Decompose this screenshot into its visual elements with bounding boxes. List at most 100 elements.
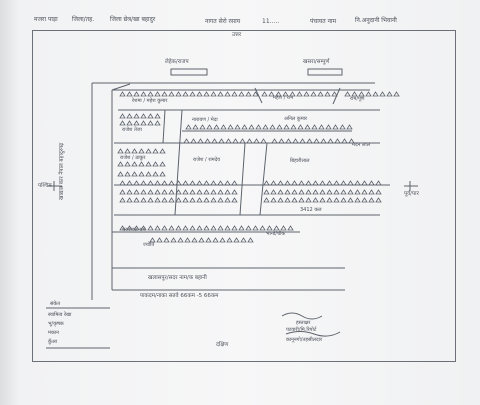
boundary-mark xyxy=(231,225,238,231)
boundary-mark xyxy=(140,180,147,186)
boundary-mark xyxy=(154,113,161,119)
boundary-mark xyxy=(226,237,233,243)
boundary-mark xyxy=(168,91,175,97)
boundary-mark xyxy=(140,189,147,195)
boundary-mark xyxy=(255,124,262,130)
boundary-mark xyxy=(140,113,147,119)
boundary-mark xyxy=(270,189,277,195)
boundary-mark xyxy=(312,180,319,186)
bottom-road-label: खलासपुर/सदर नाम/क बहानी xyxy=(148,275,207,281)
boundary-mark xyxy=(361,180,368,186)
boundary-mark xyxy=(203,189,210,195)
boundary-mark xyxy=(271,138,278,144)
boundary-mark xyxy=(386,91,393,97)
boundary-mark xyxy=(298,189,305,195)
legend-row-3: मकान xyxy=(48,330,59,336)
boundary-mark xyxy=(131,148,138,154)
north-label: उत्तर xyxy=(232,32,242,38)
boundary-mark xyxy=(212,237,219,243)
boundary-mark xyxy=(217,180,224,186)
plot-label-3: राम/पूर्ण xyxy=(350,96,365,102)
boundary-mark xyxy=(347,197,354,203)
boundary-mark xyxy=(261,91,268,97)
boundary-mark xyxy=(306,138,313,144)
boundary-mark xyxy=(358,91,365,97)
boundary-mark xyxy=(175,197,182,203)
boundary-mark xyxy=(185,124,192,130)
boundary-mark xyxy=(189,225,196,231)
boundary-mark xyxy=(340,180,347,186)
boundary-mark xyxy=(182,180,189,186)
vertical-road-label: खाद्यान्न कार नेपाल बहादुरगढ़ xyxy=(59,142,65,200)
plot-label-9: बिहारीलाल xyxy=(290,158,310,164)
boundary-mark xyxy=(320,138,327,144)
boundary-mark xyxy=(177,237,184,243)
boundary-mark xyxy=(241,124,248,130)
boundary-mark xyxy=(280,225,287,231)
boundary-mark xyxy=(210,197,217,203)
boundary-mark xyxy=(284,189,291,195)
boundary-mark xyxy=(168,189,175,195)
boundary-mark xyxy=(182,189,189,195)
boundary-mark xyxy=(365,91,372,97)
boundary-mark xyxy=(289,91,296,97)
boundary-mark xyxy=(379,91,386,97)
boundary-mark xyxy=(291,180,298,186)
boundary-mark xyxy=(217,91,224,97)
boundary-mark xyxy=(147,189,154,195)
boundary-mark xyxy=(326,197,333,203)
boundary-mark xyxy=(313,138,320,144)
boundary-mark xyxy=(298,180,305,186)
boundary-mark xyxy=(124,171,131,177)
boundary-mark xyxy=(247,237,254,243)
boundary-mark xyxy=(305,180,312,186)
boundary-mark xyxy=(152,171,159,177)
boundary-mark xyxy=(333,189,340,195)
boundary-mark xyxy=(219,237,226,243)
boundary-mark xyxy=(270,180,277,186)
boundary-mark xyxy=(346,124,353,130)
boundary-mark xyxy=(297,124,304,130)
boundary-mark xyxy=(147,120,154,126)
boundary-mark xyxy=(117,161,124,167)
west-label: पश्चिम xyxy=(38,183,52,189)
plot-label-6: राजेश तेजा xyxy=(122,127,142,133)
boundary-mark xyxy=(296,91,303,97)
boundary-mark xyxy=(131,171,138,177)
plot-label-11: 3412 कल xyxy=(300,207,322,213)
boundary-mark xyxy=(287,225,294,231)
boundary-mark xyxy=(299,138,306,144)
boundary-mark xyxy=(163,237,170,243)
signature-line-2: पटवारी/मि.रिपोर्ट xyxy=(286,327,317,333)
boundary-mark xyxy=(124,161,131,167)
boundary-mark xyxy=(119,120,126,126)
boundary-mark xyxy=(277,189,284,195)
boundary-mark xyxy=(182,91,189,97)
boundary-mark xyxy=(175,189,182,195)
boundary-mark xyxy=(340,197,347,203)
plot-label-7: राजेश / ठाकुर xyxy=(120,155,146,161)
boundary-mark xyxy=(277,180,284,186)
boundary-mark xyxy=(189,197,196,203)
map-frame xyxy=(32,30,456,362)
boundary-mark xyxy=(268,91,275,97)
boundary-mark xyxy=(263,180,270,186)
boundary-mark xyxy=(325,124,332,130)
boundary-mark xyxy=(324,91,331,97)
boundary-mark xyxy=(126,180,133,186)
boundary-mark xyxy=(199,124,206,130)
boundary-mark xyxy=(354,189,361,195)
boundary-mark xyxy=(361,197,368,203)
boundary-mark xyxy=(318,124,325,130)
boundary-mark xyxy=(393,91,400,97)
boundary-mark xyxy=(184,237,191,243)
boundary-mark xyxy=(347,180,354,186)
boundary-mark xyxy=(217,225,224,231)
boundary-mark xyxy=(119,180,126,186)
signature-line-1: हस्ताक्षर xyxy=(296,320,311,326)
plot-label-1: रेशमा / महेश कुमार xyxy=(132,98,168,104)
boundary-mark xyxy=(126,189,133,195)
header-right-b: नि.अनुदानी भिवानी xyxy=(355,17,397,24)
boundary-mark xyxy=(154,120,161,126)
